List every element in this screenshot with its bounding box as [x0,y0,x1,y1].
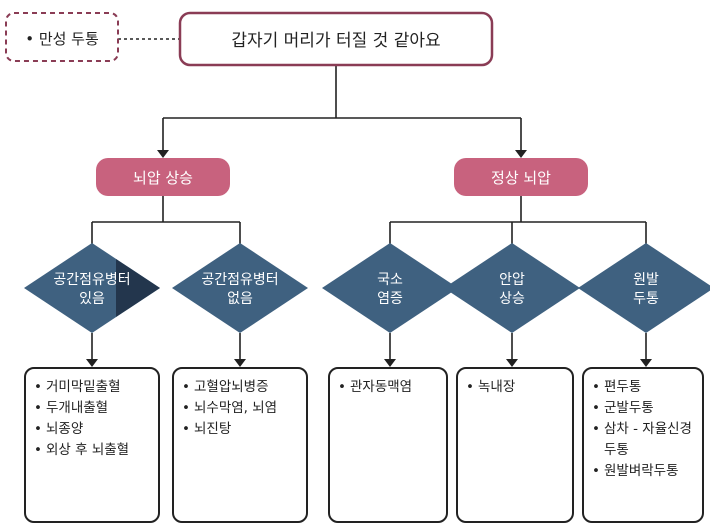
branch-pill-high-pressure [96,158,230,196]
arrow-head [515,150,527,158]
diamond-label: 없음 [227,291,253,307]
arrow-head [157,150,169,158]
arrow-head [506,359,518,367]
diagnosis-item: 고혈압뇌병증 [182,377,300,398]
branch-label-normal-pressure: 정상 뇌압 [491,169,551,187]
result-box-lesion-absent: 고혈압뇌병증뇌수막염, 뇌염뇌진탕 [172,367,308,523]
diamond-label: 있음 [79,291,105,307]
diamond-shape [24,243,160,333]
diagnosis-item: 편두통 [592,377,696,398]
arrow-head [640,359,652,367]
result-box-primary-headache: 편두통군발두통삼차 - 자율신경두통원발벼락두통 [582,367,704,523]
arrow-head [86,359,98,367]
diamond-label: 상승 [499,291,525,307]
diamond-shape [322,243,458,333]
result-box-lesion-present: 거미막밑출혈두개내출혈뇌종양외상 후 뇌출혈 [24,367,160,523]
diamond-label: 공간점유병터 [201,272,278,288]
side-note-box [5,12,119,62]
diagnosis-item: 관자동맥염 [338,377,440,398]
diamond-label: 공간점유병터 [53,272,130,288]
result-box-intraocular-pressure: 녹내장 [456,367,574,523]
diagnosis-item: 외상 후 뇌출혈 [34,440,152,461]
root-question-label: 갑자기 머리가 터질 것 같아요 [231,31,440,51]
diamond-label: 국소 [377,272,403,288]
diagnosis-item: 녹내장 [466,377,566,398]
diamond-shape [444,243,580,333]
diamond-label: 두통 [633,291,659,307]
diagnosis-item: 두개내출혈 [34,398,152,419]
diamond-label: 원발 [633,272,659,288]
diamond-shape [172,243,308,333]
diagnosis-item: 군발두통 [592,398,696,419]
root-question-box [178,11,494,67]
diagnosis-item: 원발벼락두통 [592,461,696,482]
diagnosis-item: 뇌수막염, 뇌염 [182,398,300,419]
diamond-label: 염증 [377,291,403,307]
branch-pill-normal-pressure [454,158,588,196]
diamond-label: 안압 [499,272,525,288]
diagnosis-item: 뇌진탕 [182,419,300,440]
arrow-head [234,359,246,367]
result-box-local-inflammation: 관자동맥염 [328,367,448,523]
diamond-shade [116,259,160,317]
side-note-label: • 만성 두통 [25,30,99,48]
branch-label-high-pressure: 뇌압 상승 [133,169,193,187]
diagnosis-item: 거미막밑출혈 [34,377,152,398]
diamond-shape [578,243,710,333]
connector-lines [86,38,652,367]
diagnosis-item: 뇌종양 [34,419,152,440]
arrow-head [384,359,396,367]
